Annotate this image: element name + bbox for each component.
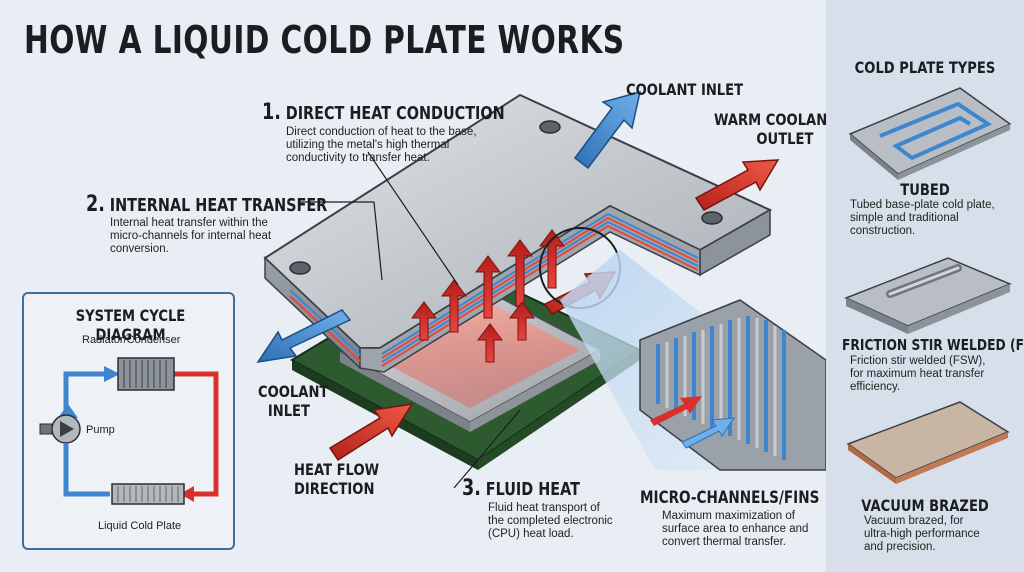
callout-micro-desc: Maximum maximization of surface area to … (662, 510, 809, 548)
callout-fluid-title: 3.FLUID HEAT (462, 476, 580, 501)
type-fsw-desc: Friction stir welded (FSW), for maximum … (850, 355, 986, 393)
types-heading: COLD PLATE TYPES (854, 58, 996, 77)
type-fsw-title: FRICTION STIR WELDED (FSW) (842, 336, 1024, 354)
type-vacuum-title: VACUUM BRAZED (861, 496, 989, 515)
cold-plate-types-panel: COLD PLATE TYPES TUBED Tubed base-plate … (826, 0, 1024, 572)
callout-internal-desc: Internal heat transfer within the micro-… (110, 217, 272, 255)
page-title: HOW A LIQUID COLD PLATE WORKS (24, 18, 625, 62)
heat-flow-arrow (328, 403, 414, 462)
vacuum-brazed-plate-image (846, 401, 1010, 484)
micro-channel-inset (639, 299, 826, 471)
warm-outlet-label: WARM COOLANT OUTLET (714, 110, 837, 148)
cold-plate-body (263, 93, 773, 373)
cold-plate-illustration (256, 90, 826, 489)
heat-flow-label: HEAT FLOW DIRECTION (294, 460, 380, 498)
callout-direct-desc: Direct conduction of heat to the base, u… (286, 126, 477, 164)
type-vacuum-desc: Vacuum brazed, for ultra-high performanc… (864, 515, 980, 553)
warm-outlet-arrow (694, 159, 780, 211)
cycle-title: SYSTEM CYCLE DIAGRAM (75, 306, 186, 344)
pump-label: Pump (86, 424, 115, 436)
callout-micro-title: MICRO-CHANNELS/FINS (640, 488, 820, 508)
type-tubed-title: TUBED (900, 180, 950, 199)
coolant-inlet-top-arrow (573, 90, 642, 170)
coolant-inlet-top-label: COOLANT INLET (626, 80, 744, 99)
fsw-plate-image (844, 257, 1012, 334)
cycle-diagram-graphic (39, 357, 219, 505)
coolant-inlet-left-arrow (256, 309, 352, 364)
tubed-plate-image (848, 87, 1012, 180)
callout-direct-title: 1.DIRECT HEAT CONDUCTION (262, 100, 505, 125)
callout-fluid-desc: Fluid heat transport of the completed el… (488, 502, 613, 540)
coolant-inlet-left-label: COOLANT INLET (258, 382, 329, 420)
system-cycle-panel: SYSTEM CYCLE DIAGRAM Radiat (22, 292, 235, 550)
radiator-label: Radiator/Condenser (82, 334, 181, 346)
mounting-holes (289, 120, 723, 275)
heat-arrows (411, 229, 565, 363)
type-tubed-desc: Tubed base-plate cold plate, simple and … (850, 199, 995, 237)
cold-plate-label: Liquid Cold Plate (98, 520, 182, 532)
callout-internal-title: 2.INTERNAL HEAT TRANSFER (86, 192, 328, 217)
